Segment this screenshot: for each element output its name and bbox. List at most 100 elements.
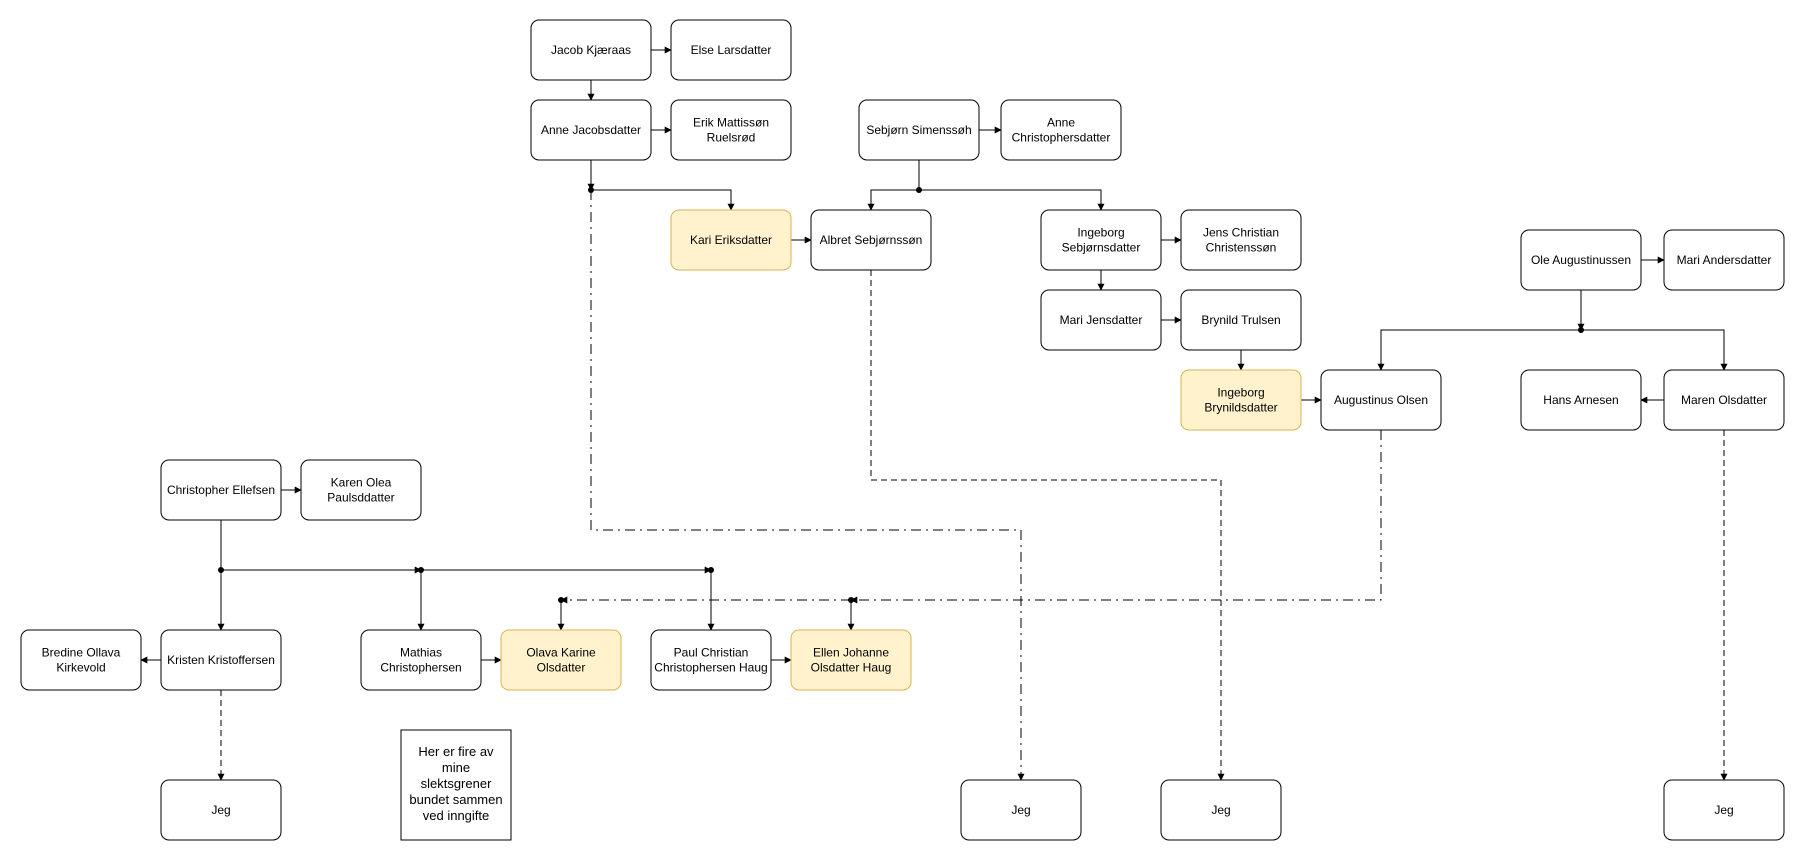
descent-connector xyxy=(850,430,1382,604)
person-name-line: Brynild Trulsen xyxy=(1201,313,1280,327)
relation-connector xyxy=(1581,329,1728,371)
person-name-line: Ellen Johanne xyxy=(813,646,889,660)
person-brynild[interactable]: Brynild Trulsen xyxy=(1180,289,1302,351)
person-name-line: Kristen Kristoffersen xyxy=(167,653,275,667)
person-box xyxy=(1520,369,1642,431)
person-mari-a[interactable]: Mari Andersdatter xyxy=(1663,229,1785,291)
person-box xyxy=(650,629,772,691)
person-jeg3[interactable]: Jeg xyxy=(1160,779,1282,841)
person-name-line: Christenssøn xyxy=(1206,241,1277,255)
person-box xyxy=(500,629,622,691)
person-box xyxy=(160,629,282,691)
person-name-line: Kirkevold xyxy=(56,661,105,675)
person-christopher[interactable]: Christopher Ellefsen xyxy=(160,459,282,521)
person-box xyxy=(1320,369,1442,431)
relation-connector xyxy=(1377,329,1581,371)
person-name-line: Hans Arnesen xyxy=(1543,393,1618,407)
person-anne-j[interactable]: Anne Jacobsdatter xyxy=(530,99,652,161)
person-name-line: Olsdatter xyxy=(537,661,586,675)
person-name-line: Paulsddatter xyxy=(327,491,394,505)
person-hans[interactable]: Hans Arnesen xyxy=(1520,369,1642,431)
person-name-line: Albret Sebjørnssøn xyxy=(820,233,923,247)
relation-connector xyxy=(590,160,735,211)
descent-connector xyxy=(870,270,1225,781)
person-name-line: Augustinus Olsen xyxy=(1334,393,1428,407)
person-name-line: Brynildsdatter xyxy=(1204,401,1277,415)
person-jeg1[interactable]: Jeg xyxy=(160,779,282,841)
person-jeg4[interactable]: Jeg xyxy=(1663,779,1785,841)
person-kristen[interactable]: Kristen Kristoffersen xyxy=(160,629,282,691)
person-name-line: Jeg xyxy=(1011,803,1030,817)
person-name-line: Jeg xyxy=(211,803,230,817)
person-box xyxy=(1180,369,1302,431)
junction-dot xyxy=(916,187,922,193)
person-name-line: Paul Christian xyxy=(674,646,749,660)
person-box xyxy=(530,99,652,161)
person-name-line: Mathias xyxy=(400,646,442,660)
person-box xyxy=(1663,229,1785,291)
person-name-line: Anne xyxy=(1047,116,1075,130)
person-sebjorn[interactable]: Sebjørn Simenssøh xyxy=(858,99,980,161)
person-box xyxy=(20,629,142,691)
relation-connector xyxy=(919,189,1105,211)
person-box xyxy=(810,209,932,271)
junction-dot xyxy=(558,597,564,603)
person-name-line: Ingeborg xyxy=(1077,226,1124,240)
junction-dot xyxy=(708,567,714,573)
relation-connector xyxy=(867,189,919,211)
person-kari[interactable]: Kari Eriksdatter xyxy=(670,209,792,271)
person-box xyxy=(360,629,482,691)
person-name-line: Kari Eriksdatter xyxy=(690,233,772,247)
person-box xyxy=(670,19,792,81)
person-name-line: Olsdatter Haug xyxy=(811,661,892,675)
person-name-line: Else Larsdatter xyxy=(691,43,772,57)
person-name-line: Mari Jensdatter xyxy=(1060,313,1143,327)
person-ole[interactable]: Ole Augustinussen xyxy=(1520,229,1642,291)
person-box xyxy=(530,19,652,81)
person-name-line: Mari Andersdatter xyxy=(1677,253,1772,267)
person-box xyxy=(670,99,792,161)
person-name-line: Jacob Kjæraas xyxy=(551,43,631,57)
person-box xyxy=(1040,209,1162,271)
junction-dot xyxy=(218,567,224,573)
person-name-line: Bredine Ollava xyxy=(42,646,121,660)
person-name-line: Jeg xyxy=(1714,803,1733,817)
person-box xyxy=(1520,229,1642,291)
note-line: slektsgrener xyxy=(421,776,492,791)
person-augustinus[interactable]: Augustinus Olsen xyxy=(1320,369,1442,431)
person-else-l[interactable]: Else Larsdatter xyxy=(670,19,792,81)
note-line: bundet sammen xyxy=(409,792,502,807)
note-line: mine xyxy=(442,760,470,775)
person-jeg2[interactable]: Jeg xyxy=(960,779,1082,841)
person-jacob[interactable]: Jacob Kjæraas xyxy=(530,19,652,81)
person-name-line: Olava Karine xyxy=(526,646,596,660)
junction-dot xyxy=(588,187,594,193)
person-box xyxy=(960,779,1082,841)
junction-dot xyxy=(1578,327,1584,333)
person-maren[interactable]: Maren Olsdatter xyxy=(1663,369,1785,431)
person-name-line: Erik Mattissøn xyxy=(693,116,769,130)
person-name-line: Christophersdatter xyxy=(1012,131,1111,145)
person-box xyxy=(300,459,422,521)
person-box xyxy=(1160,779,1282,841)
person-mari-j[interactable]: Mari Jensdatter xyxy=(1040,289,1162,351)
person-name-line: Anne Jacobsdatter xyxy=(541,123,641,137)
person-name-line: Christophersen Haug xyxy=(654,661,767,675)
note-box xyxy=(400,729,512,841)
person-box xyxy=(1663,779,1785,841)
person-albret[interactable]: Albret Sebjørnssøn xyxy=(810,209,932,271)
descent-connector xyxy=(590,190,1025,781)
